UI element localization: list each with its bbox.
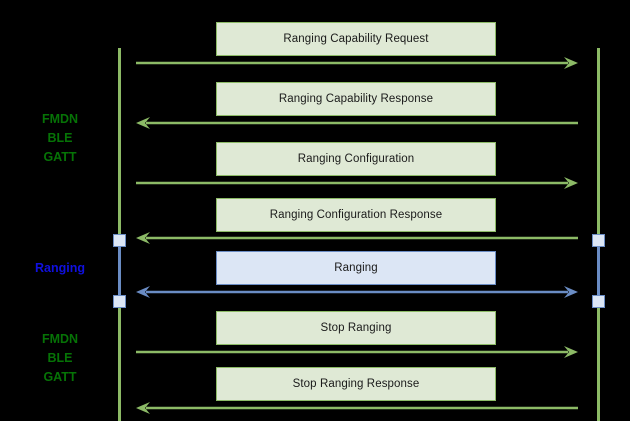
msg-ranging-configuration-response[interactable]: Ranging Configuration Response	[216, 198, 496, 232]
message-label: Ranging Configuration Response	[269, 209, 443, 221]
msg-ranging-capability-request-arrow	[136, 56, 578, 70]
activation-left-bar	[118, 240, 121, 301]
activation-right-bar	[597, 240, 600, 301]
message-label: Ranging Capability Response	[278, 93, 434, 105]
message-label: Ranging Capability Request	[283, 33, 429, 45]
phase-gatt-top: FMDN BLE GATT	[41, 112, 79, 164]
msg-ranging-configuration[interactable]: Ranging Configuration	[216, 142, 496, 176]
msg-stop-ranging[interactable]: Stop Ranging	[216, 311, 496, 345]
activation-left-marker-start	[113, 234, 126, 247]
activation-right-marker-start	[592, 234, 605, 247]
message-label: Ranging Configuration	[297, 153, 415, 165]
msg-ranging-configuration-response-arrow	[136, 231, 578, 245]
msg-stop-ranging-arrow	[136, 345, 578, 359]
msg-ranging-capability-response[interactable]: Ranging Capability Response	[216, 82, 496, 116]
phase-ranging: Ranging	[35, 261, 85, 275]
message-label: Stop Ranging	[320, 322, 392, 334]
activation-right-marker-end	[592, 295, 605, 308]
msg-ranging-configuration-arrow	[136, 176, 578, 190]
activation-left-marker-end	[113, 295, 126, 308]
msg-stop-ranging-response[interactable]: Stop Ranging Response	[216, 367, 496, 401]
msg-ranging-arrow	[136, 285, 578, 299]
message-label: Ranging	[334, 262, 378, 274]
message-label: Stop Ranging Response	[292, 378, 420, 390]
msg-ranging-capability-request[interactable]: Ranging Capability Request	[216, 22, 496, 56]
msg-stop-ranging-response-arrow	[136, 401, 578, 415]
msg-ranging[interactable]: Ranging	[216, 251, 496, 285]
msg-ranging-capability-response-arrow	[136, 116, 578, 130]
phase-gatt-bottom: FMDN BLE GATT	[41, 332, 79, 384]
